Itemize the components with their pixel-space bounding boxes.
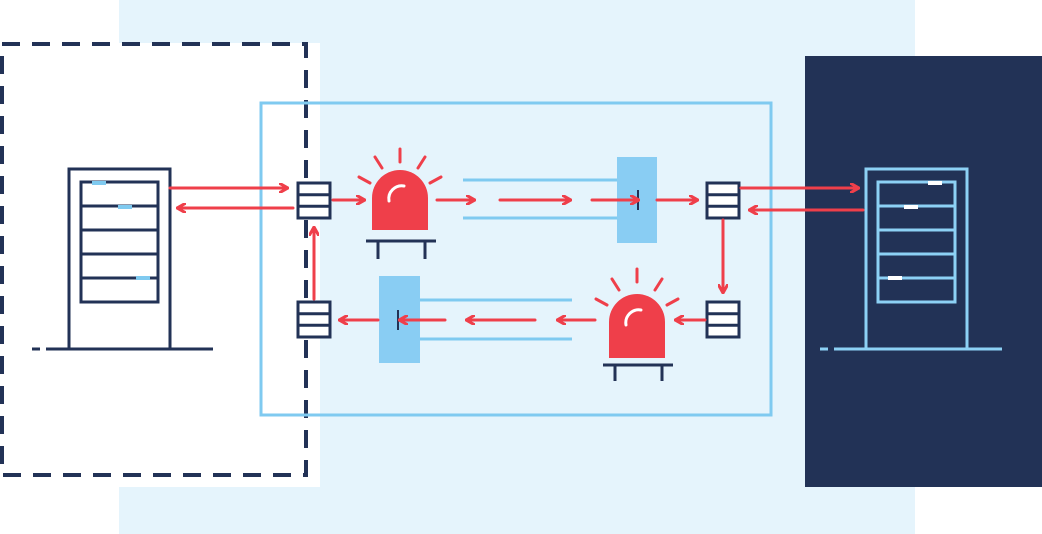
processing-frame <box>259 101 773 417</box>
siren-glare <box>387 184 406 203</box>
flow-arrows <box>168 188 865 320</box>
server-slot <box>79 204 160 232</box>
siren-alarm-icon <box>372 170 428 230</box>
node-top-right <box>705 181 741 220</box>
server-led <box>118 205 132 209</box>
server-slot <box>79 252 160 280</box>
siren-rays <box>594 267 680 307</box>
queue-node-icon <box>296 300 332 339</box>
queue-node-icon <box>296 181 332 220</box>
server-led <box>904 205 918 209</box>
server-led <box>888 276 902 280</box>
secure-zone-right <box>805 56 1042 487</box>
server-led <box>92 181 106 185</box>
server-led <box>136 276 150 280</box>
server-slot <box>79 228 160 256</box>
siren-rays <box>357 147 443 185</box>
server-slot <box>79 276 160 304</box>
server-rack-icon <box>864 167 969 351</box>
queue-node-icon <box>705 181 741 220</box>
node-top-left <box>296 181 332 220</box>
external-zone-left-border <box>0 42 308 477</box>
siren-glare <box>624 308 643 327</box>
server-slot <box>876 276 957 304</box>
server-led <box>928 181 942 185</box>
queue-node-icon <box>705 300 741 339</box>
right-server <box>820 167 1002 351</box>
server-slot <box>79 180 160 208</box>
node-bottom-right <box>705 300 741 339</box>
alarm-bottom <box>594 267 680 381</box>
left-server <box>32 167 213 351</box>
alarm-top <box>357 147 443 259</box>
siren-alarm-icon <box>609 294 665 358</box>
node-bottom-left <box>296 300 332 339</box>
